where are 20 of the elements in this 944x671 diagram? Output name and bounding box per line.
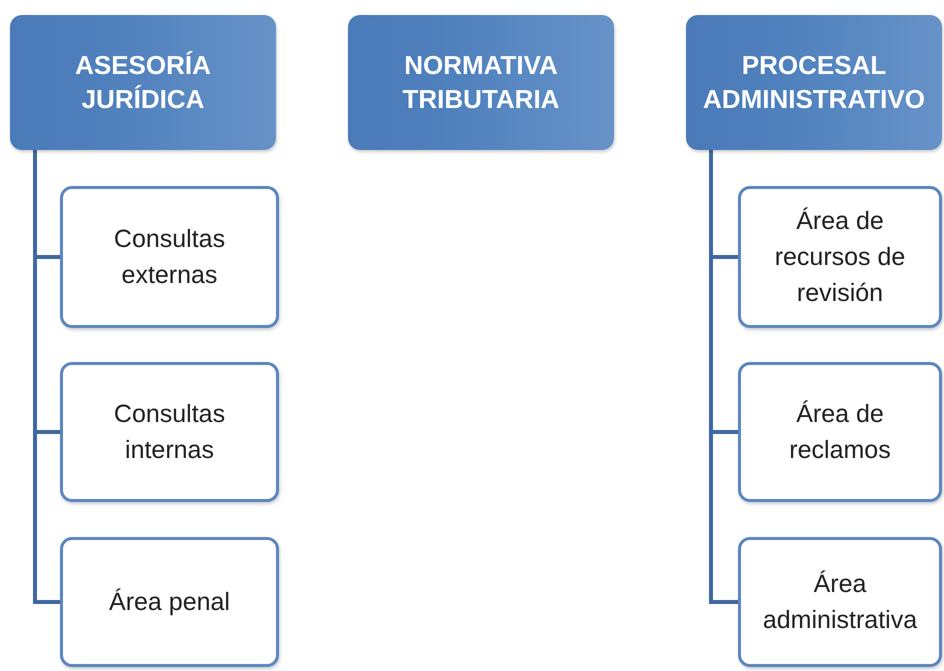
unit-text: Área penal: [109, 586, 230, 618]
unit-box: [738, 537, 942, 667]
header-box: [686, 15, 942, 150]
unit-text: Área administrativa: [762, 568, 918, 636]
header-box: [10, 15, 276, 150]
header-text: PROCESAL ADMINISTRATIVO: [702, 48, 926, 116]
unit-box: [738, 186, 942, 328]
connector-line: [709, 150, 738, 604]
unit-box: [60, 362, 279, 502]
header-box: [348, 15, 614, 150]
header-text: ASESORÍA JURÍDICA: [74, 48, 212, 116]
unit-box: [738, 362, 942, 502]
connector-line: [33, 150, 60, 604]
header-text: NORMATIVA TRIBUTARIA: [402, 48, 560, 116]
unit-box: [60, 537, 279, 667]
unit-text: Área de reclamos: [788, 398, 892, 466]
unit-text: Consultas internas: [112, 398, 226, 466]
unit-text: Consultas externas: [112, 224, 226, 291]
unit-box: [60, 186, 279, 328]
unit-text: Área de recursos de revisión: [774, 206, 906, 310]
